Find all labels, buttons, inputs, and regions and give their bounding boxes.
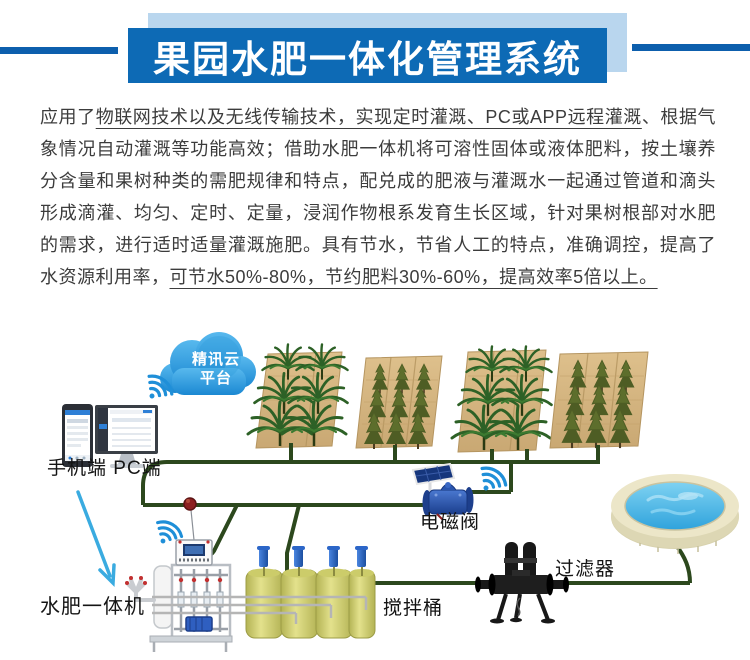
filter-icon xyxy=(475,542,569,624)
solar-panel-icon xyxy=(411,462,456,486)
left-rule xyxy=(0,47,118,54)
field-plot-3 xyxy=(450,345,553,453)
field-plot-4 xyxy=(549,351,649,450)
solenoid-valve-label: 电磁阀 xyxy=(420,512,481,533)
smartphone-icon xyxy=(62,404,93,467)
solenoid-valve-icon xyxy=(411,462,474,521)
intro-paragraph: 应用了物联网技术以及无线传输技术，实现定时灌溉、PC或APP远程灌溉、根据气象情… xyxy=(40,107,717,287)
controller-icon xyxy=(175,539,213,566)
pipe-valve-icon xyxy=(183,497,197,541)
mixing-tanks-icon xyxy=(152,546,376,639)
mixing-tank-label: 搅拌桶 xyxy=(383,598,444,619)
arrow-to-machine xyxy=(76,490,116,588)
cloud-icon xyxy=(160,332,256,395)
field-plot-2 xyxy=(355,355,443,450)
page-title: 果园水肥一体化管理系统 xyxy=(153,38,582,80)
right-rule xyxy=(632,44,750,51)
monitor-icon xyxy=(95,405,158,468)
clients-label: 手机端 PC端 xyxy=(47,458,162,479)
filter-label: 过滤器 xyxy=(555,559,616,580)
pool-icon xyxy=(611,474,739,554)
field-plot-1 xyxy=(246,343,349,449)
title-banner: 果园水肥一体化管理系统 xyxy=(128,28,607,83)
fertigation-machine-label: 水肥一体机 xyxy=(40,596,145,618)
cloud-platform-label: 精讯云 平台 xyxy=(191,351,240,387)
